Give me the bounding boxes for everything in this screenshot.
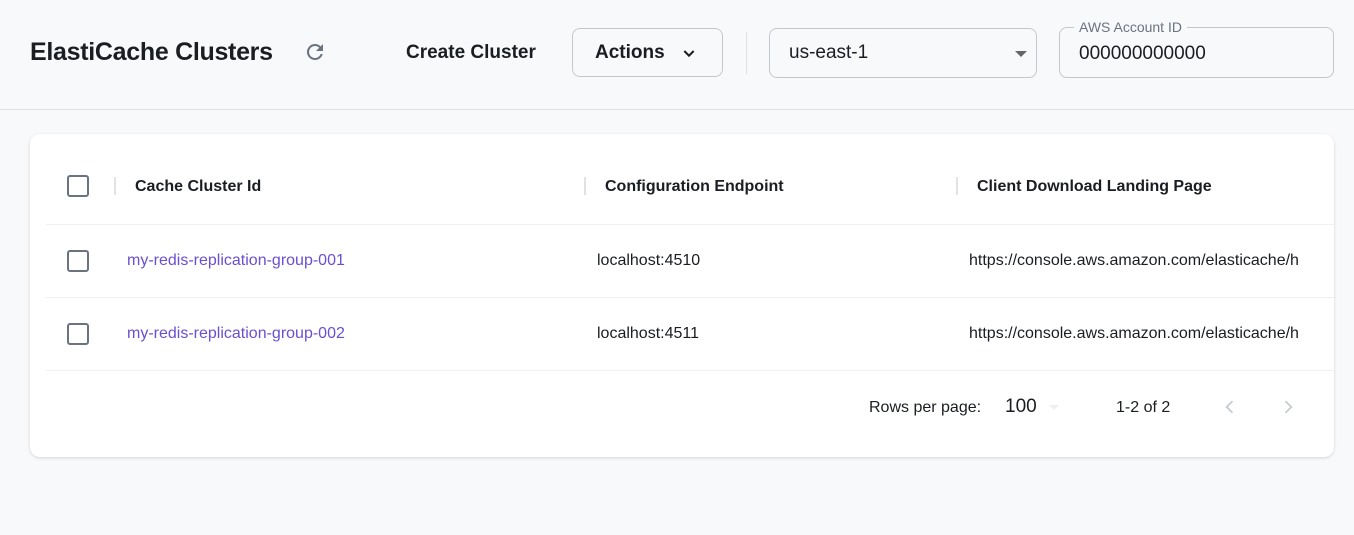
caret-down-icon <box>1049 405 1059 410</box>
next-page-icon[interactable] <box>1278 397 1298 417</box>
endpoint-cell: localhost:4510 <box>597 252 701 269</box>
rows-per-page-label: Rows per page: <box>869 399 982 416</box>
account-id-label: AWS Account ID <box>1074 19 1187 35</box>
actions-button[interactable]: Actions <box>572 28 723 77</box>
actions-label: Actions <box>595 41 665 63</box>
column-separator <box>956 177 958 195</box>
column-header-client-download-landing-page[interactable]: Client Download Landing Page <box>977 178 1212 195</box>
endpoint-cell: localhost:4511 <box>597 325 699 342</box>
region-select[interactable]: us-east-1 <box>769 28 1037 78</box>
page-header: ElastiCache Clusters Create Cluster Acti… <box>0 0 1354 110</box>
column-header-cache-cluster-id[interactable]: Cache Cluster Id <box>135 178 262 195</box>
cluster-id-link[interactable]: my-redis-replication-group-002 <box>127 325 345 342</box>
divider <box>746 32 747 74</box>
column-separator <box>584 177 586 195</box>
rows-per-page-select[interactable]: 100 <box>1005 396 1037 417</box>
column-header-configuration-endpoint[interactable]: Configuration Endpoint <box>605 178 784 195</box>
caret-down-icon <box>1015 51 1027 57</box>
landing-page-cell: https://console.aws.amazon.com/elasticac… <box>969 325 1299 342</box>
row-checkbox[interactable] <box>67 250 89 272</box>
create-cluster-button[interactable]: Create Cluster <box>406 42 536 63</box>
landing-page-cell: https://console.aws.amazon.com/elasticac… <box>969 252 1299 269</box>
region-value: us-east-1 <box>789 42 869 63</box>
account-id-value: 000000000000 <box>1079 43 1206 64</box>
select-all-checkbox[interactable] <box>67 175 89 197</box>
account-id-field[interactable]: AWS Account ID 000000000000 <box>1059 19 1334 78</box>
table-row: my-redis-replication-group-001 localhost… <box>46 225 1334 298</box>
cluster-id-link[interactable]: my-redis-replication-group-001 <box>127 252 345 269</box>
previous-page-icon[interactable] <box>1220 397 1240 417</box>
row-checkbox[interactable] <box>67 323 89 345</box>
pagination-range: 1-2 of 2 <box>1116 399 1171 416</box>
refresh-icon[interactable] <box>303 40 327 64</box>
chevron-down-icon <box>683 49 695 57</box>
page-title: ElastiCache Clusters <box>30 38 273 66</box>
column-separator <box>114 177 116 195</box>
table-row: my-redis-replication-group-002 localhost… <box>46 298 1334 371</box>
clusters-table: Cache Cluster Id Configuration Endpoint … <box>30 134 1334 457</box>
